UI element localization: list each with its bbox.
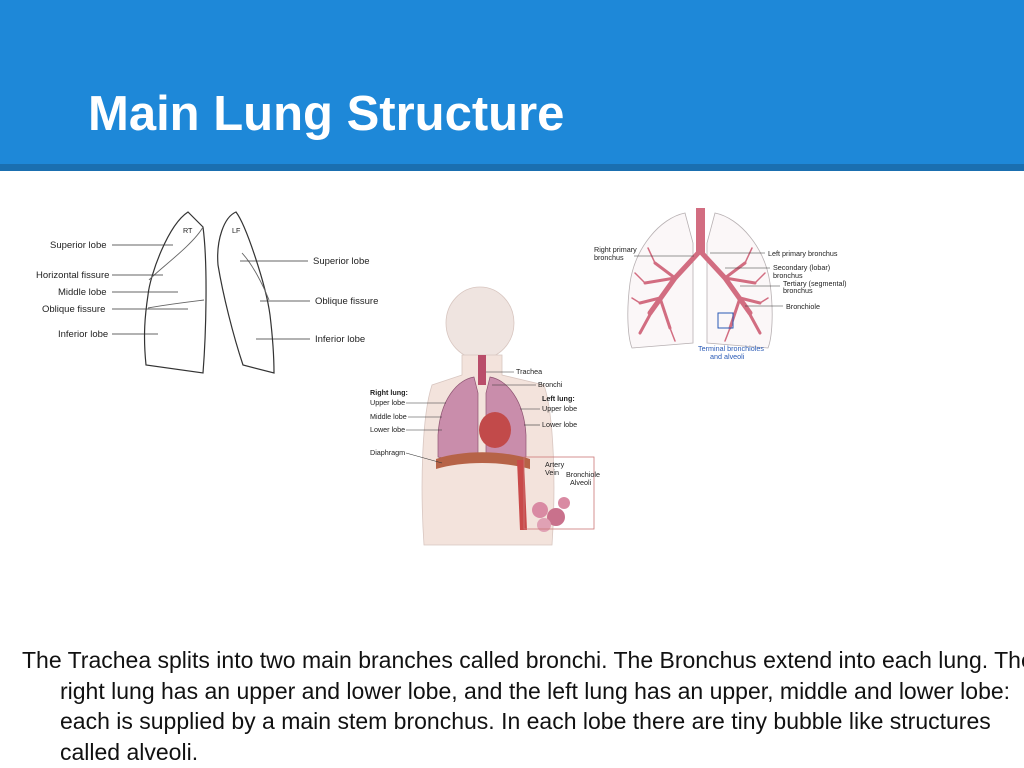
- label-secondary-2: bronchus: [773, 271, 803, 280]
- left-lung-outline: [217, 211, 275, 374]
- horizontal-fissure-line: [148, 226, 204, 281]
- label-bronchiole-tree: Bronchiole: [786, 302, 820, 311]
- trachea-shape: [478, 355, 486, 385]
- label-terminal-2: and alveoli: [710, 352, 745, 361]
- label-vein: Vein: [545, 468, 559, 477]
- label-terminal-1: Terminal bronchioles: [698, 344, 764, 353]
- oblique-fissure-line-left: [241, 252, 270, 301]
- trachea-tree: [696, 208, 705, 253]
- label-left-lower-lobe: Lower lobe: [542, 420, 577, 429]
- body-lungs-figure: Right lung: Upper lobe Middle lobe Lower…: [362, 285, 612, 560]
- label-left-upper-lobe: Upper lobe: [542, 404, 577, 413]
- label-trachea: Trachea: [516, 367, 542, 376]
- alveoli-cluster-2: [547, 508, 565, 526]
- label-alveoli: Alveoli: [570, 478, 592, 487]
- alveoli-cluster-3: [537, 518, 551, 532]
- label-middle-lobe: Middle lobe: [58, 287, 107, 298]
- label-left-primary: Left primary bronchus: [768, 249, 838, 258]
- bronchial-tree-svg: Right primary bronchus Left primary bron…: [594, 208, 847, 361]
- label-secondary-1: Secondary (lobar): [773, 263, 830, 272]
- head-silhouette: [445, 286, 515, 360]
- label-oblique-fissure-left: Oblique fissure: [315, 296, 378, 307]
- label-tertiary-2: bronchus: [783, 286, 813, 295]
- label-superior-lobe-right: Superior lobe: [50, 240, 107, 251]
- slide-title: Main Lung Structure: [88, 87, 565, 141]
- label-right-lower-lobe: Lower lobe: [370, 425, 405, 434]
- label-inferior-lobe-right: Inferior lobe: [58, 329, 108, 340]
- slide-caption: The Trachea splits into two main branche…: [22, 647, 1024, 765]
- bronchiole-shape: [517, 460, 527, 530]
- lf-label: LF: [232, 226, 241, 235]
- title-bar: [0, 0, 1024, 164]
- oblique-fissure-line-right: [147, 299, 205, 309]
- alveoli-inset-frame: [523, 456, 595, 530]
- label-artery: Artery: [545, 460, 565, 469]
- label-middle-lobe-body: Middle lobe: [370, 412, 407, 421]
- bronchial-branches: [631, 247, 769, 342]
- diaphragm-shape: [436, 452, 530, 469]
- body-lungs-svg: Right lung: Upper lobe Middle lobe Lower…: [370, 286, 600, 546]
- label-inferior-lobe-left: Inferior lobe: [315, 334, 365, 345]
- label-right-primary-2: bronchus: [594, 253, 624, 262]
- label-tertiary-1: Tertiary (segmental): [783, 279, 847, 288]
- lobe-outline-svg: RT LF Superior lobe Horizontal fissure M…: [36, 211, 378, 374]
- heart-shape: [479, 412, 511, 448]
- label-superior-lobe-left: Superior lobe: [313, 256, 370, 267]
- title-bar-rule: [0, 164, 1024, 171]
- label-bronchiole-inset: Bronchiole: [566, 470, 600, 479]
- terminal-bronchiole-box: [717, 312, 734, 329]
- label-right-lung-heading: Right lung:: [370, 388, 408, 397]
- label-horizontal-fissure: Horizontal fissure: [36, 270, 109, 281]
- label-right-upper-lobe: Upper lobe: [370, 398, 405, 407]
- label-left-lung-heading: Left lung:: [542, 394, 575, 403]
- bronchial-tree-figure: Right primary bronchus Left primary bron…: [590, 203, 860, 368]
- right-lung-outline: [143, 211, 207, 374]
- alveoli-cluster-1: [532, 502, 548, 518]
- alveoli-cluster-4: [558, 497, 570, 509]
- lobe-outline-figure: RT LF Superior lobe Horizontal fissure M…: [28, 205, 388, 380]
- label-oblique-fissure-right: Oblique fissure: [42, 304, 105, 315]
- label-diaphragm: Diaphragm: [370, 448, 405, 457]
- label-bronchi: Bronchi: [538, 380, 563, 389]
- rt-label: RT: [183, 226, 193, 235]
- label-right-primary-1: Right primary: [594, 245, 637, 254]
